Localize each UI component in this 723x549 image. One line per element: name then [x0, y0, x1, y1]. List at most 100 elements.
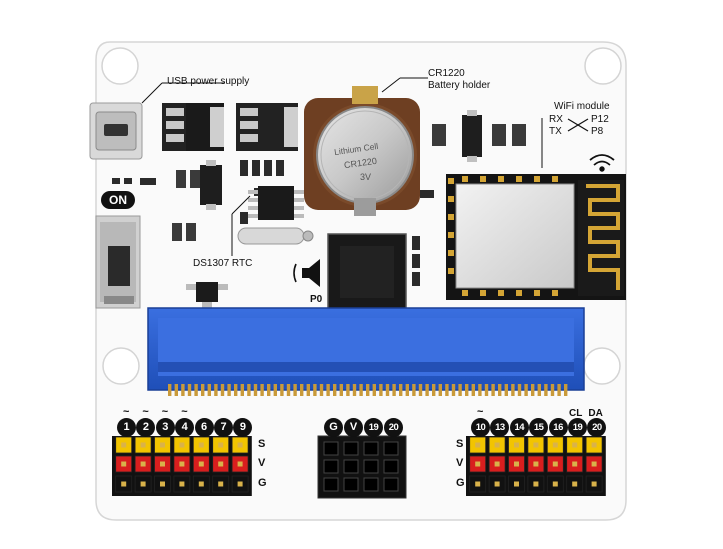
mount-hole-bl: [102, 347, 140, 385]
header-pin[interactable]: [572, 481, 578, 487]
socket-hole[interactable]: [363, 441, 379, 456]
right-pin-number-4: 16: [548, 418, 568, 437]
edge-pin: [372, 384, 376, 396]
header-pin[interactable]: [218, 461, 224, 467]
header-pin[interactable]: [160, 481, 165, 487]
diode-right: [462, 110, 482, 162]
edge-pin: [385, 384, 390, 396]
left-pin-number-6: 9: [233, 418, 253, 437]
socket-hole[interactable]: [343, 477, 359, 492]
edge-pin: [491, 384, 495, 396]
right-pin-number-1: 13: [490, 418, 510, 437]
header-pin[interactable]: [179, 481, 185, 487]
header-pin[interactable]: [572, 461, 578, 467]
edge-pin: [359, 384, 363, 396]
header-pin[interactable]: [160, 442, 165, 448]
socket-hole[interactable]: [383, 477, 399, 492]
header-pin[interactable]: [552, 442, 558, 448]
socket-hole[interactable]: [323, 459, 339, 474]
header-pin[interactable]: [552, 481, 558, 487]
edge-pin: [471, 384, 475, 396]
battery-holder: [304, 86, 420, 216]
socket-hole[interactable]: [383, 441, 399, 456]
header-pin[interactable]: [237, 461, 243, 467]
left-pin-number-4: 6: [194, 418, 214, 437]
header-pin[interactable]: [475, 481, 481, 487]
edge-pin: [181, 384, 185, 396]
edge-pin: [220, 384, 225, 396]
header-pin[interactable]: [591, 461, 597, 467]
header-pin[interactable]: [218, 442, 224, 448]
header-pin[interactable]: [552, 461, 558, 467]
socket-hole[interactable]: [343, 441, 359, 456]
header-pin[interactable]: [179, 461, 185, 467]
header-pin[interactable]: [160, 461, 165, 467]
slide-switch[interactable]: [95, 215, 141, 309]
edge-pin: [531, 384, 535, 396]
edge-pin: [544, 384, 548, 396]
header-pin[interactable]: [533, 461, 539, 467]
header-pin[interactable]: [591, 481, 597, 487]
socket-hole[interactable]: [363, 459, 379, 474]
socket-hole[interactable]: [343, 459, 359, 474]
header-pin[interactable]: [533, 442, 539, 448]
header-pin[interactable]: [140, 481, 146, 487]
header-pin[interactable]: [218, 481, 224, 487]
pin-headers: [112, 436, 606, 496]
edge-pin: [214, 384, 218, 396]
header-pin[interactable]: [514, 481, 519, 487]
crystal-oscillator: [237, 227, 314, 245]
header-pin[interactable]: [179, 442, 185, 448]
header-pin[interactable]: [514, 442, 519, 448]
edge-pin: [286, 384, 291, 396]
buzzer: [327, 233, 407, 311]
edge-pin: [333, 384, 337, 396]
header-pin[interactable]: [237, 481, 243, 487]
smd-passives-right: [412, 124, 526, 286]
header-pin[interactable]: [494, 442, 500, 448]
regulator-2: [236, 103, 298, 151]
header-pin[interactable]: [121, 442, 127, 448]
header-pin[interactable]: [140, 442, 146, 448]
header-pin[interactable]: [591, 442, 597, 448]
header-pin[interactable]: [140, 461, 146, 467]
socket-hole[interactable]: [323, 441, 339, 456]
edge-pin: [524, 384, 528, 396]
left-pin-number-3: 4: [175, 418, 195, 437]
wifi-signal-icon: [589, 154, 615, 172]
socket-hole[interactable]: [363, 477, 379, 492]
edge-pin: [504, 384, 508, 396]
header-pin[interactable]: [198, 481, 204, 487]
middle-pin-number-0: G: [324, 418, 343, 437]
left-pin-number-0: 1: [117, 418, 136, 437]
header-pin[interactable]: [475, 442, 481, 448]
edge-pin: [280, 384, 284, 396]
left-row-label-s: S: [258, 438, 266, 450]
header-pin[interactable]: [533, 481, 539, 487]
header-pin[interactable]: [475, 461, 481, 467]
edge-pin: [511, 384, 515, 396]
edge-pin: [399, 384, 403, 396]
header-pin[interactable]: [198, 442, 204, 448]
middle-pin-number-2: 19: [364, 418, 383, 437]
header-pin[interactable]: [198, 461, 204, 467]
socket-hole[interactable]: [383, 459, 399, 474]
header-pin[interactable]: [121, 481, 127, 487]
edge-pin: [564, 384, 568, 396]
header-pin[interactable]: [121, 461, 127, 467]
rx-tx-cross-icon: [567, 118, 589, 132]
header-pin[interactable]: [494, 481, 500, 487]
header-pin[interactable]: [237, 442, 243, 448]
header-pin[interactable]: [514, 461, 519, 467]
header-pin[interactable]: [494, 461, 500, 467]
header-pin[interactable]: [572, 442, 578, 448]
socket-hole[interactable]: [323, 477, 339, 492]
edge-pin: [240, 384, 244, 396]
regulator-1: [162, 103, 224, 151]
edge-pin: [313, 384, 317, 396]
right-pin-number-2: 14: [509, 418, 529, 437]
right-pin-number-6: 20: [587, 418, 607, 437]
transistor: [186, 282, 228, 308]
edge-pin: [187, 384, 192, 396]
